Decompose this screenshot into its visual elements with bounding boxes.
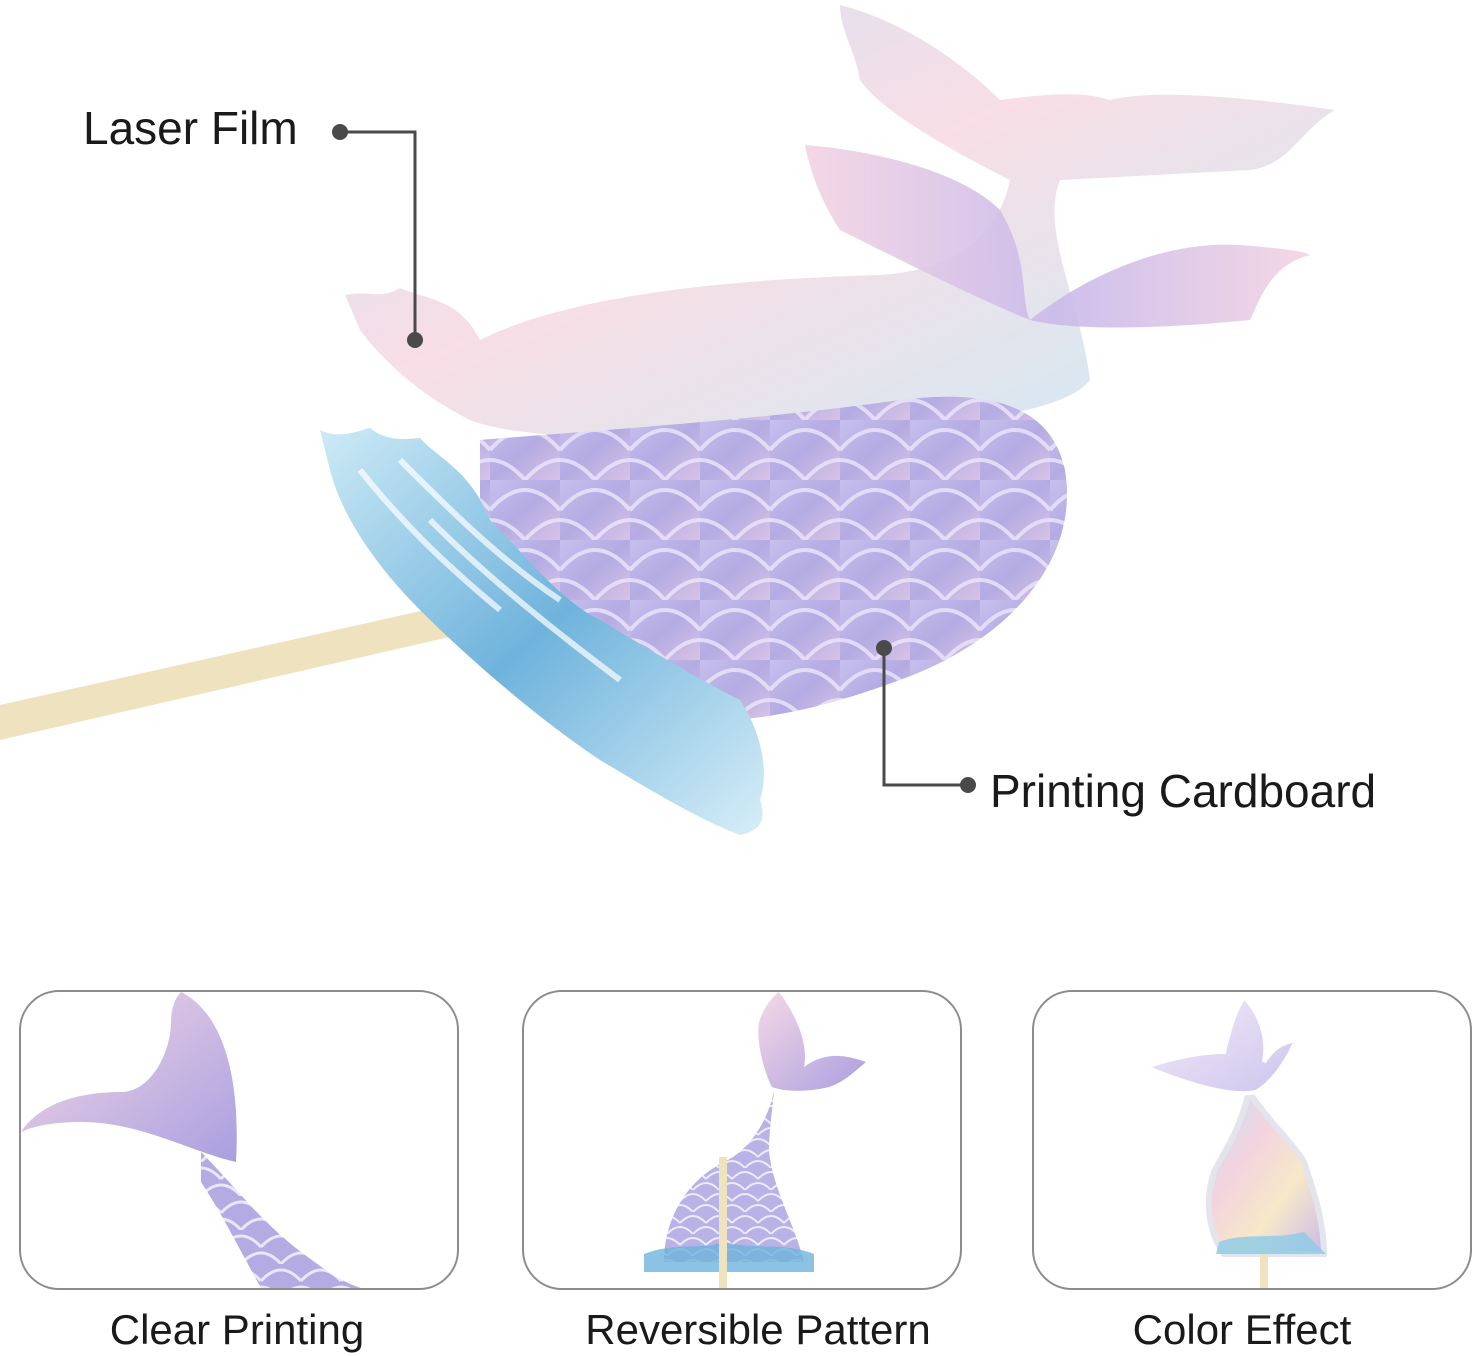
feature-panel-color-effect xyxy=(1032,990,1472,1290)
mermaid-tail-topper-icon xyxy=(644,992,866,1288)
printing-cardboard-label: Printing Cardboard xyxy=(990,765,1377,817)
laser-film-layer xyxy=(345,5,1335,438)
printing-cardboard-leader-line xyxy=(882,648,968,787)
printing-cardboard-anchor-dot xyxy=(876,640,892,656)
laser-film-label: Laser Film xyxy=(83,102,298,154)
wooden-stick xyxy=(0,600,480,740)
feature-caption-color-effect: Color Effect xyxy=(1132,1306,1352,1353)
printing-cardboard-dot xyxy=(960,777,976,793)
laser-film-leader-line xyxy=(340,130,417,340)
laser-film-dot xyxy=(332,124,348,140)
printed-wave xyxy=(320,428,764,835)
feature-caption-reversible-pattern: Reversible Pattern xyxy=(585,1306,931,1353)
feature-caption-clear-printing: Clear Printing xyxy=(109,1306,365,1353)
feature-panel-reversible-pattern xyxy=(522,990,962,1290)
mermaid-tail-laser-topper-icon xyxy=(1140,993,1328,1288)
printed-fin xyxy=(805,145,1310,328)
feature-panel-clear-printing xyxy=(19,990,459,1290)
mermaid-tail-topper-illustration xyxy=(0,5,1335,835)
mermaid-tail-closeup-icon xyxy=(21,992,361,1288)
laser-film-anchor-dot xyxy=(407,332,423,348)
